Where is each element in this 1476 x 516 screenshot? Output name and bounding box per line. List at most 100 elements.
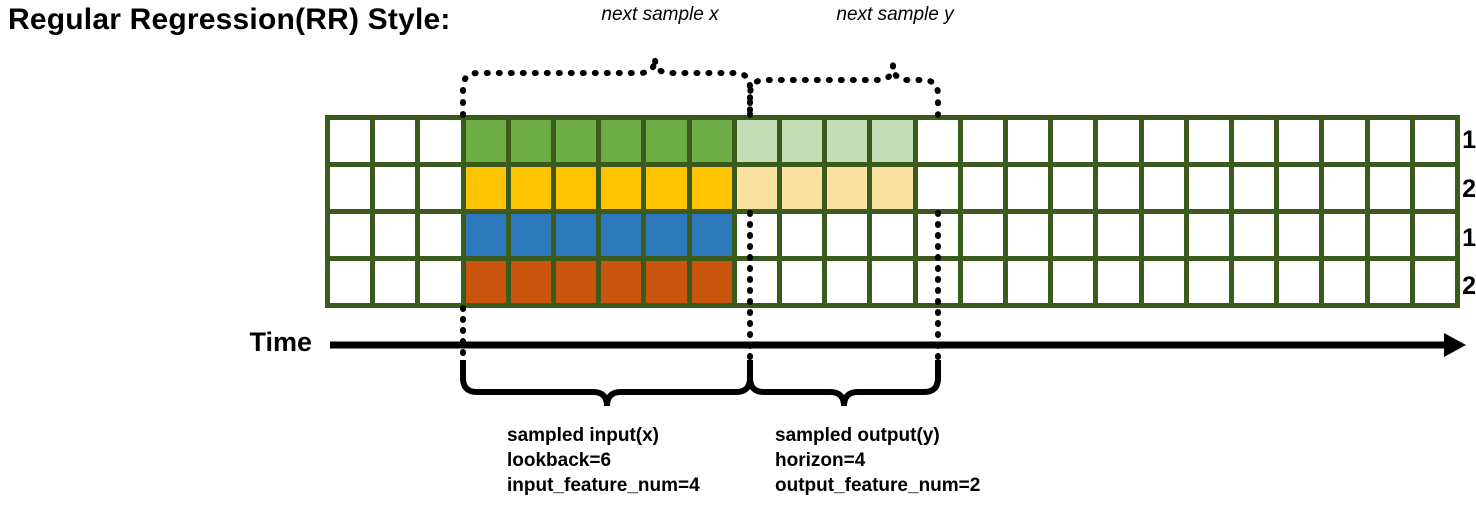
grid-cell: [510, 167, 552, 209]
grid-cell: [917, 167, 958, 209]
grid-cell: [782, 261, 823, 303]
grid-cell: [510, 120, 552, 162]
grid-cell: [601, 261, 642, 303]
grid-cell: [1324, 120, 1365, 162]
grid-cell: [872, 167, 913, 209]
grid-cell: [556, 261, 597, 303]
grid-cell: [962, 261, 1004, 303]
grid-cell: [510, 261, 552, 303]
grid-cell: [1008, 214, 1049, 256]
time-axis-label: Time: [249, 327, 312, 357]
grid-cell: [1279, 120, 1320, 162]
horizon-value: horizon=4: [775, 450, 866, 472]
grid-cell: [375, 167, 416, 209]
grid-cell: [465, 120, 506, 162]
grid-cell: [601, 167, 642, 209]
grid-cell: [420, 167, 461, 209]
sampled-output-note: sampled output(y) horizon=4 output_featu…: [775, 423, 980, 498]
output-feature-num-value: output_feature_num=2: [775, 475, 981, 497]
grid-cell: [420, 261, 461, 303]
grid-row-extra-feature-2: [330, 261, 1456, 303]
page-title: Regular Regression(RR) Style:: [8, 3, 451, 36]
grid-cell: [330, 120, 371, 162]
grid-cell: [1098, 261, 1139, 303]
grid-cell: [1008, 167, 1049, 209]
grid-cell: [1008, 261, 1049, 303]
grid-cell: [375, 214, 416, 256]
grid-cell: [1414, 167, 1456, 209]
grid-cell: [465, 167, 506, 209]
grid-cell: [827, 167, 868, 209]
grid-row-extra-feature-1: [330, 214, 1456, 256]
grid-cell: [1414, 261, 1456, 303]
grid-cell: [510, 214, 552, 256]
grid-cell: [691, 167, 732, 209]
grid-cell: [1188, 214, 1230, 256]
grid-cell: [1279, 167, 1320, 209]
grid-cell: [1279, 261, 1320, 303]
grid-cell: [1369, 167, 1410, 209]
grid-cell: [1188, 261, 1230, 303]
grid-cell: [1053, 120, 1094, 162]
grid-cell: [646, 120, 687, 162]
grid-cell: [420, 120, 461, 162]
grid-cell: [375, 120, 416, 162]
grid-cell: [872, 261, 913, 303]
grid-cell: [330, 261, 371, 303]
top-brace-y: [747, 64, 941, 118]
grid-row-target-2: [330, 167, 1456, 209]
grid-cell: [556, 214, 597, 256]
next-sample-y-caption: next sample y: [836, 4, 954, 25]
sampled-input-title: sampled input(x): [507, 425, 660, 446]
grid-cell: [1008, 120, 1049, 162]
grid-cell: [827, 214, 868, 256]
grid-cell: [465, 261, 506, 303]
grid-cell: [1279, 214, 1320, 256]
grid-cell: [1234, 261, 1275, 303]
grid-cell: [420, 214, 461, 256]
grid-cell: [1053, 167, 1094, 209]
grid-cell: [1324, 261, 1365, 303]
grid-cell: [556, 167, 597, 209]
grid-cell: [917, 214, 958, 256]
grid-cell: [736, 214, 778, 256]
input-feature-num-value: input_feature_num=4: [507, 475, 700, 497]
grid-cell: [465, 214, 506, 256]
grid-cell: [1234, 120, 1275, 162]
grid-cell: [1098, 167, 1139, 209]
grid-cell: [556, 120, 597, 162]
grid-cell: [330, 167, 371, 209]
grid-cell: [1143, 261, 1184, 303]
grid-cell: [782, 120, 823, 162]
timeseries-grid: [325, 115, 1460, 308]
grid-cell: [1188, 120, 1230, 162]
lookback-value: lookback=6: [507, 450, 612, 472]
grid-cell: [872, 120, 913, 162]
grid-cell: [601, 214, 642, 256]
bottom-brace-output: [747, 360, 941, 407]
bottom-brace-input: [460, 360, 753, 407]
grid-cell: [782, 167, 823, 209]
grid-cell: [736, 167, 778, 209]
grid-cell: [1369, 261, 1410, 303]
grid-cell: [1369, 120, 1410, 162]
grid-cell: [1053, 261, 1094, 303]
time-axis-arrowhead: [1444, 333, 1466, 357]
grid-cell: [1053, 214, 1094, 256]
grid-cell: [646, 167, 687, 209]
grid-cell: [917, 120, 958, 162]
grid-cell: [330, 214, 371, 256]
grid-cell: [827, 120, 868, 162]
grid-cell: [1324, 214, 1365, 256]
grid-cell: [1234, 214, 1275, 256]
grid-cell: [601, 120, 642, 162]
grid-cell: [646, 261, 687, 303]
grid-cell: [1234, 167, 1275, 209]
grid-cell: [962, 214, 1004, 256]
grid-cell: [736, 261, 778, 303]
grid-cell: [375, 261, 416, 303]
grid-cell: [1188, 167, 1230, 209]
sampled-output-title: sampled output(y): [775, 425, 940, 446]
grid-cell: [1324, 167, 1365, 209]
grid-cell: [691, 120, 732, 162]
